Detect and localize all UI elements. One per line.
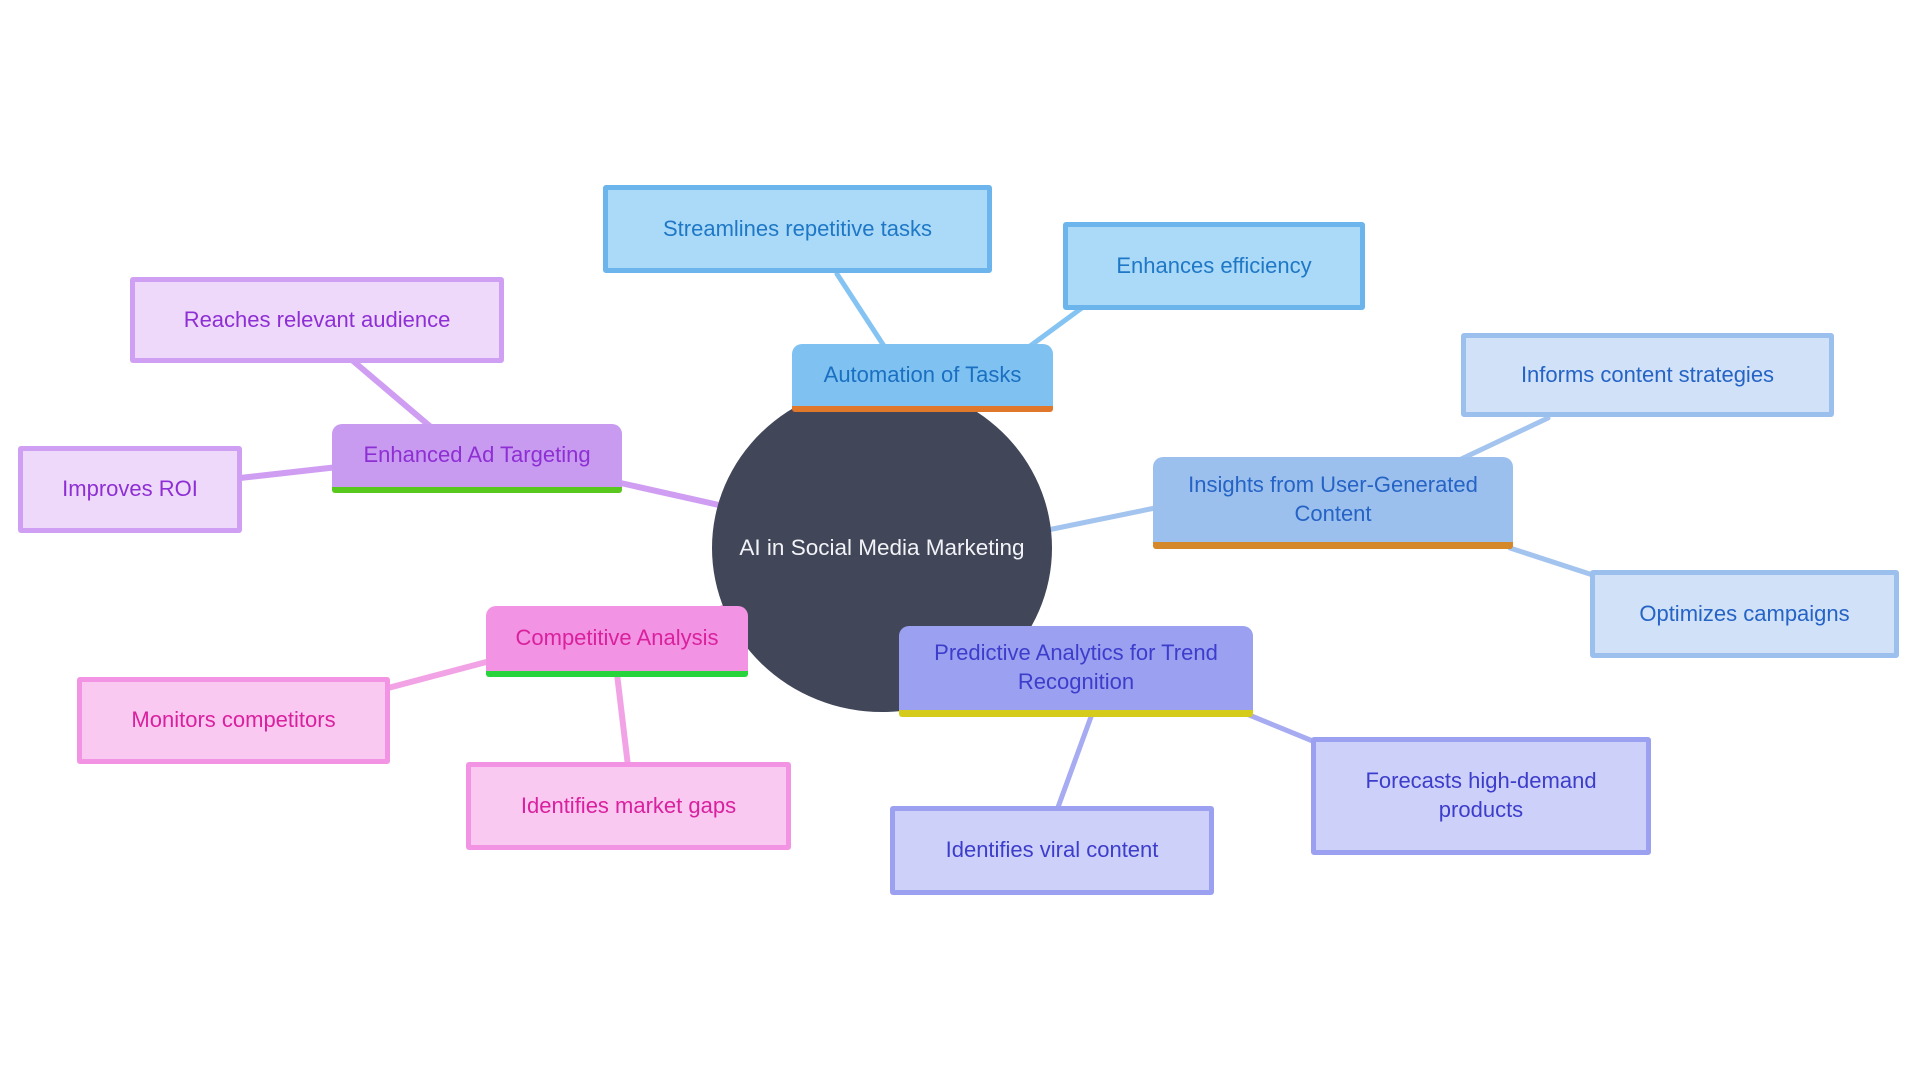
leaf-node-identifies-market-gaps[interactable]: Identifies market gaps: [466, 762, 791, 850]
branch-node-predictive-analytics[interactable]: Predictive Analytics for Trend Recogniti…: [899, 626, 1253, 717]
leaf-label: Monitors competitors: [131, 707, 336, 733]
leaf-node-informs-content-strategies[interactable]: Informs content strategies: [1461, 333, 1834, 417]
connector-line: [237, 464, 341, 481]
connector-line: [385, 657, 497, 691]
central-topic-label: AI in Social Media Marketing: [739, 535, 1025, 560]
branch-label: Predictive Analytics for Trend Recogniti…: [934, 640, 1218, 694]
connector-line: [613, 479, 731, 510]
branch-node-automation-of-tasks[interactable]: Automation of Tasks: [792, 344, 1053, 412]
branch-node-insights-from-ugc[interactable]: Insights from User-Generated Content: [1153, 457, 1513, 549]
leaf-node-optimizes-campaigns[interactable]: Optimizes campaigns: [1590, 570, 1899, 658]
branch-node-enhanced-ad-targeting[interactable]: Enhanced Ad Targeting: [332, 424, 622, 493]
leaf-label: Reaches relevant audience: [183, 306, 451, 332]
leaf-label: Streamlines repetitive tasks: [663, 215, 932, 241]
connector-line: [1452, 415, 1551, 465]
leaf-node-reaches-relevant-audience[interactable]: Reaches relevant audience: [130, 277, 504, 363]
leaf-label: Optimizes campaigns: [1639, 600, 1850, 626]
connector-line: [349, 357, 435, 431]
branch-label: Insights from User-Generated Content: [1188, 471, 1478, 526]
connector-line: [1035, 504, 1163, 535]
leaf-label: Enhances efficiency: [1116, 252, 1312, 278]
leaf-label: Forecasts high-demand products: [1365, 768, 1597, 822]
leaf-node-enhances-efficiency[interactable]: Enhances efficiency: [1063, 222, 1365, 310]
connector-line: [1054, 711, 1095, 813]
leaf-label: Improves ROI: [62, 476, 198, 502]
branch-label: Competitive Analysis: [515, 625, 719, 651]
leaf-label: Identifies market gaps: [520, 792, 737, 818]
leaf-label: Identifies viral content: [945, 837, 1159, 863]
connector-line: [614, 671, 631, 769]
connector-line: [1507, 545, 1605, 581]
leaf-node-streamlines-repetitive-tasks[interactable]: Streamlines repetitive tasks: [603, 185, 992, 273]
branch-label: Automation of Tasks: [823, 361, 1022, 387]
leaf-label: Informs content strategies: [1520, 361, 1775, 387]
leaf-node-forecasts-high-demand-products[interactable]: Forecasts high-demand products: [1311, 737, 1651, 855]
branch-label: Enhanced Ad Targeting: [363, 442, 591, 468]
connector-line: [834, 271, 887, 349]
leaf-node-identifies-viral-content[interactable]: Identifies viral content: [890, 806, 1214, 895]
leaf-node-monitors-competitors[interactable]: Monitors competitors: [77, 677, 390, 764]
leaf-node-improves-roi[interactable]: Improves ROI: [18, 446, 242, 533]
branch-node-competitive-analysis[interactable]: Competitive Analysis: [486, 606, 748, 677]
